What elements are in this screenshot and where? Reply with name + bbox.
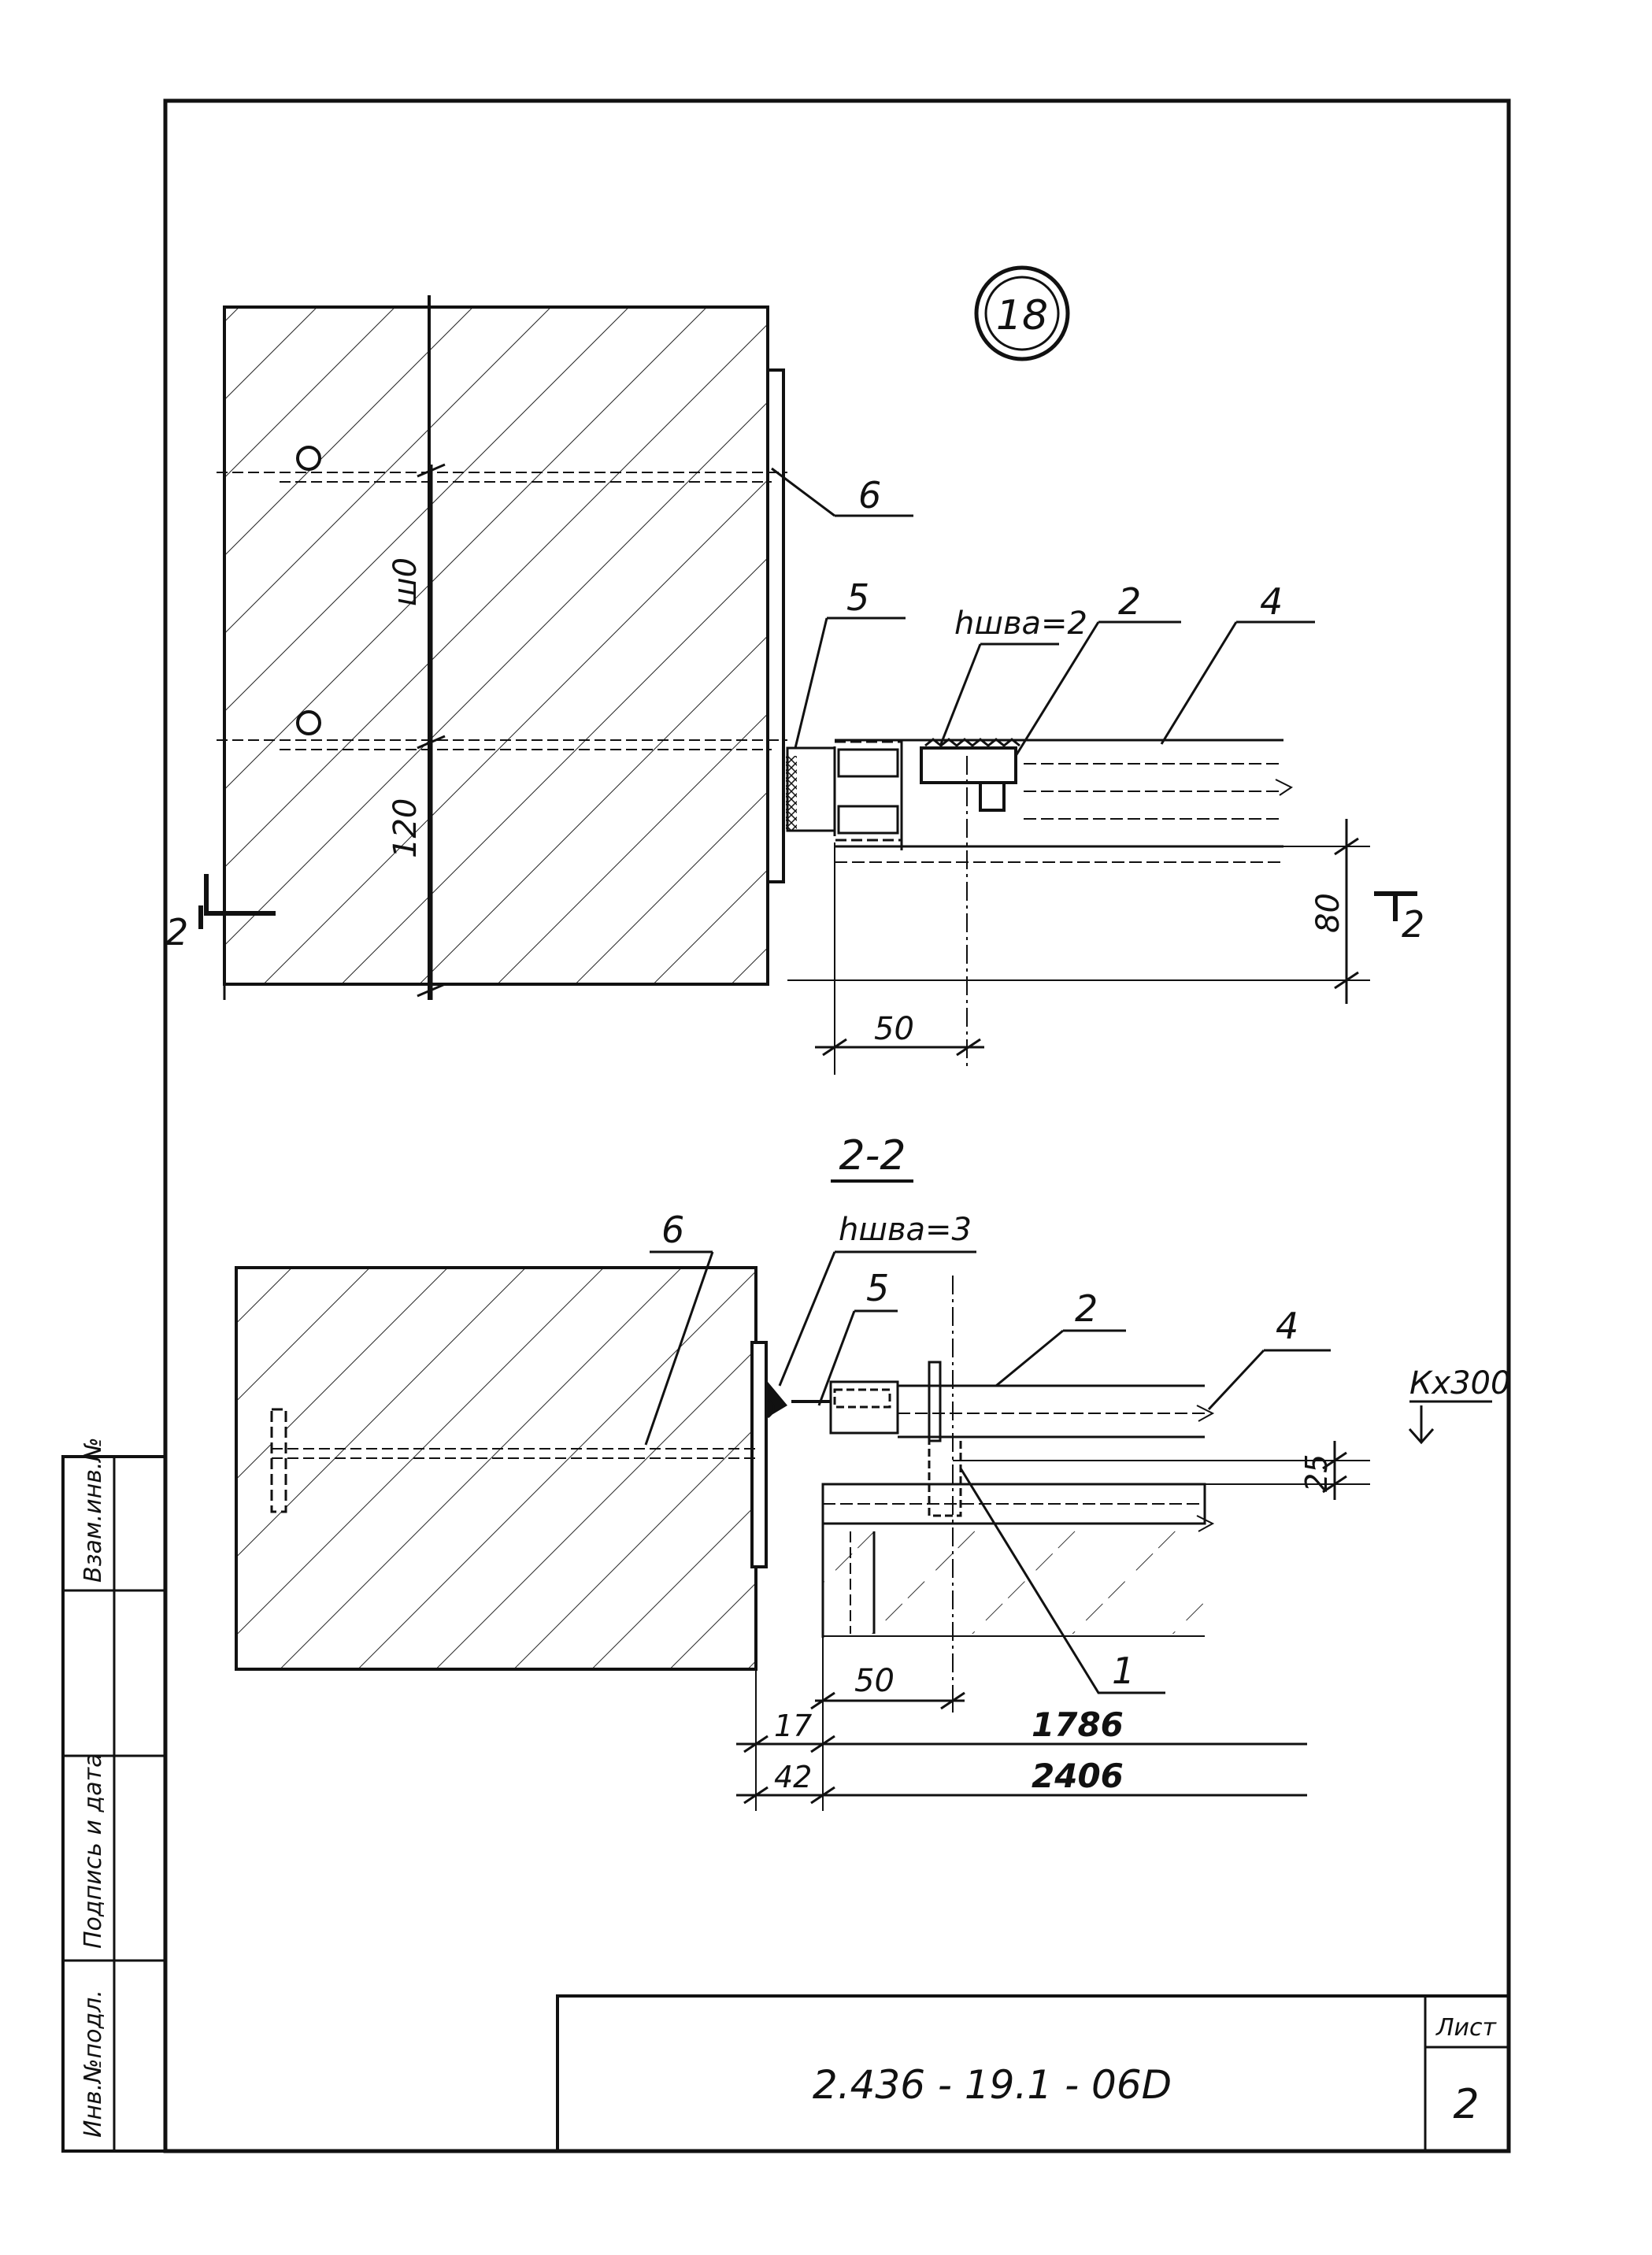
section-mark-label: 2	[165, 911, 188, 953]
detail-number: 18	[996, 292, 1048, 339]
top-dim-label: ш0	[387, 557, 424, 606]
bottom-bracket	[829, 1380, 899, 1435]
bottom-dim-label: 2406	[1032, 1757, 1124, 1795]
top-dim-label: 80	[1310, 893, 1346, 933]
svg-text:Взам.инв.№: Взам.инв.№	[80, 1437, 107, 1583]
bottom-embedded-plate	[750, 1341, 768, 1568]
bottom-wall	[235, 1266, 757, 1671]
bottom-dim-label: 50	[854, 1663, 895, 1699]
detail-marker: 18	[974, 265, 1070, 361]
top-embedded-plate	[766, 368, 785, 883]
top-callout: 4	[1260, 580, 1283, 623]
top-callout: hшва=2	[954, 605, 1087, 642]
sheet-number: 2	[1453, 2081, 1479, 2128]
section-title: 2-2	[831, 1132, 913, 1183]
section-mark-label: 2	[1402, 903, 1424, 946]
svg-text:Подпись и дата: Подпись и дата	[80, 1753, 107, 1950]
top-callout: 6	[858, 474, 881, 517]
bottom-dim-label: 17	[774, 1709, 812, 1743]
bottom-callout: 4	[1276, 1305, 1298, 1347]
top-bracket	[786, 740, 903, 850]
svg-text:Инв.№подл.: Инв.№подл.	[80, 1990, 107, 2138]
top-view: ш0 120 2 2	[165, 295, 1424, 1075]
bottom-callout: 5	[866, 1267, 889, 1309]
weld-symbol	[768, 1382, 787, 1417]
sheet-label: Лист	[1435, 2014, 1498, 2042]
top-callout: 5	[846, 576, 869, 619]
top-tee-plate	[920, 746, 1017, 784]
top-dim-label: 120	[387, 798, 424, 858]
document-code: 2.436 - 19.1 - 06D	[813, 2062, 1172, 2108]
section-mark	[198, 874, 276, 929]
bottom-dim-label: 1786	[1032, 1705, 1124, 1744]
anchor-loop	[296, 710, 321, 735]
top-dim-label: 50	[874, 1011, 914, 1047]
anchor-loop	[296, 446, 321, 471]
bottom-callout: hшва=3	[839, 1212, 972, 1248]
bottom-view: 25 Кх300 50 17 1786 42 2406 6 hшва=3 5 2	[235, 1209, 1510, 1811]
side-stamp: Инв.№подл. Подпись и дата Взам.инв.№	[61, 1437, 167, 2153]
section-mark	[1374, 891, 1417, 921]
bottom-callout: 2	[1075, 1287, 1098, 1330]
bottom-dim-label: 42	[774, 1760, 812, 1794]
top-callout: 2	[1118, 580, 1141, 623]
svg-text:2-2: 2-2	[839, 1132, 906, 1179]
bottom-callout: 1	[1112, 1650, 1135, 1692]
top-wall	[223, 305, 769, 986]
bottom-dim-label: 25	[1299, 1454, 1334, 1492]
title-block: 2.436 - 19.1 - 06D Лист 2	[556, 1994, 1510, 2153]
bottom-panel	[823, 1524, 1205, 1634]
bottom-callout: 6	[661, 1209, 684, 1251]
bottom-note: Кх300	[1409, 1365, 1510, 1402]
